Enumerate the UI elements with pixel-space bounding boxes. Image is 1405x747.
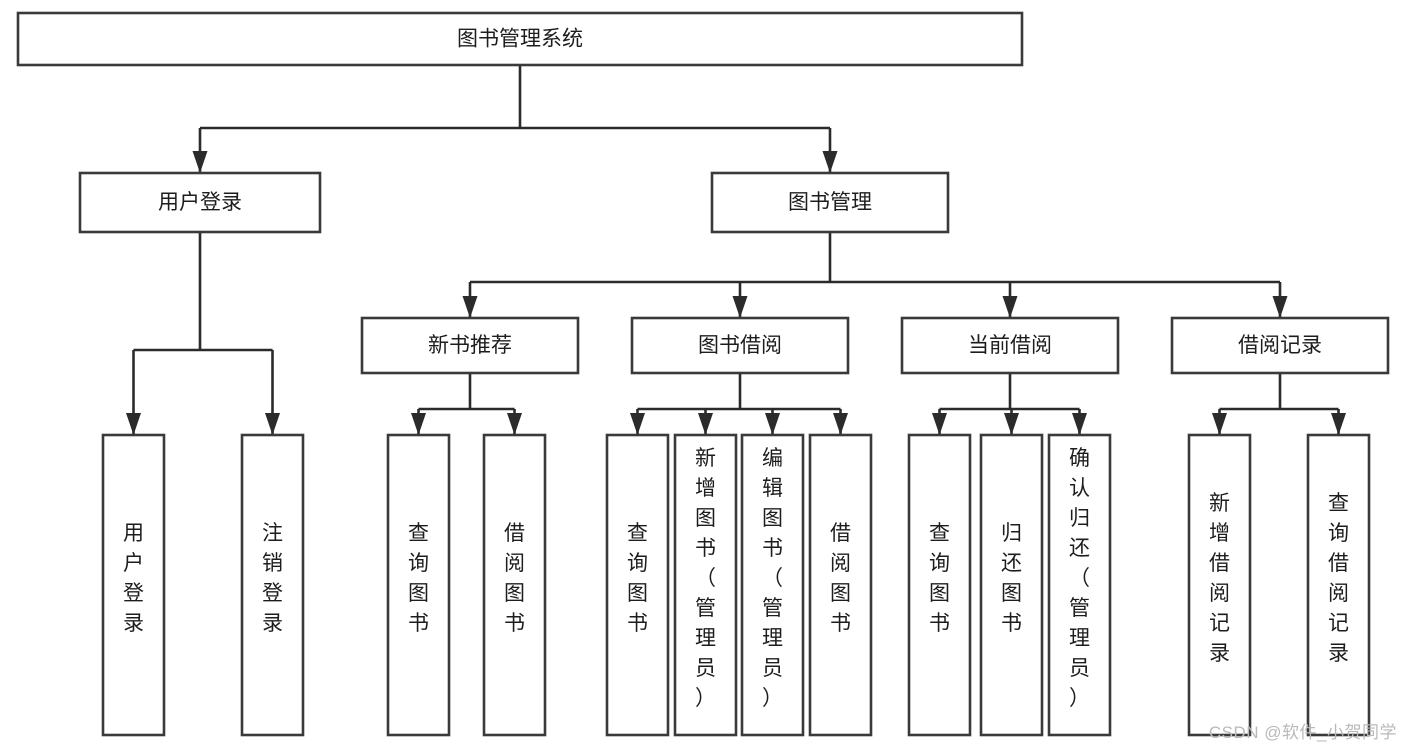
node-box	[907, 433, 972, 737]
node-box	[605, 433, 670, 737]
node-label: 编辑图书（管理员）	[762, 447, 783, 710]
node-l4-c2[interactable]: 新增图书（管理员）	[673, 433, 738, 737]
edge-group-from-l3-borrow	[630, 373, 848, 435]
node-box	[240, 433, 305, 737]
edge-group-from-l3-record	[1212, 373, 1346, 435]
node-box	[16, 11, 1024, 67]
arrow-head-icon	[1331, 413, 1346, 435]
node-label: 查询图书	[929, 522, 950, 635]
node-label: 注销登录	[262, 522, 283, 635]
node-box	[740, 433, 805, 737]
arrow-head-icon	[507, 413, 522, 435]
arrow-head-icon	[1272, 296, 1288, 318]
arrow-head-icon	[822, 151, 838, 173]
node-box	[482, 433, 547, 737]
node-label: 归还图书	[1001, 522, 1022, 635]
node-l3-new[interactable]: 新书推荐	[360, 316, 580, 375]
arrow-head-icon	[833, 413, 848, 435]
node-label: 新书推荐	[428, 334, 512, 357]
node-l4-c1[interactable]: 查询图书	[605, 433, 670, 737]
node-l4-c3[interactable]: 编辑图书（管理员）	[740, 433, 805, 737]
edge-group-from-root	[192, 65, 838, 173]
arrow-head-icon	[126, 413, 141, 435]
arrow-head-icon	[932, 413, 947, 435]
edge-group-from-l2-user	[126, 232, 280, 435]
node-box	[1306, 433, 1371, 737]
node-label: 新增图书（管理员）	[695, 447, 716, 710]
node-l3-borrow[interactable]: 图书借阅	[630, 316, 850, 375]
node-label: 查询借阅记录	[1328, 492, 1349, 665]
node-box	[1047, 433, 1112, 737]
edge-group-from-l3-new	[411, 373, 522, 435]
node-l4-a1[interactable]: 用户登录	[101, 433, 166, 737]
node-l4-e2[interactable]: 查询借阅记录	[1306, 433, 1371, 737]
node-box	[673, 433, 738, 737]
node-label: 新增借阅记录	[1209, 492, 1230, 665]
node-label: 当前借阅	[968, 334, 1052, 357]
arrow-head-icon	[765, 413, 780, 435]
node-label: 图书管理系统	[457, 28, 583, 51]
arrow-head-icon	[1072, 413, 1087, 435]
arrow-head-icon	[732, 296, 748, 318]
edge-layer	[126, 65, 1346, 435]
node-box	[386, 433, 451, 737]
edge-group-from-l2-book	[462, 232, 1288, 318]
node-l3-record[interactable]: 借阅记录	[1170, 316, 1390, 375]
edge-group-from-l3-current	[932, 373, 1087, 435]
node-l4-e1[interactable]: 新增借阅记录	[1187, 433, 1252, 737]
node-l2-user[interactable]: 用户登录	[78, 171, 322, 234]
node-label: 查询图书	[408, 522, 429, 635]
arrow-head-icon	[630, 413, 645, 435]
arrow-head-icon	[698, 413, 713, 435]
node-l3-current[interactable]: 当前借阅	[900, 316, 1120, 375]
node-l4-b2[interactable]: 借阅图书	[482, 433, 547, 737]
node-label: 借阅图书	[830, 522, 851, 635]
node-box	[1170, 316, 1390, 375]
node-box	[101, 433, 166, 737]
arrow-head-icon	[1212, 413, 1227, 435]
node-l4-b1[interactable]: 查询图书	[386, 433, 451, 737]
arrow-head-icon	[1002, 296, 1018, 318]
node-label: 用户登录	[123, 522, 144, 635]
node-label: 确认归还（管理员）	[1069, 447, 1090, 710]
node-box	[78, 171, 322, 234]
node-root[interactable]: 图书管理系统	[16, 11, 1024, 67]
node-l4-d3[interactable]: 确认归还（管理员）	[1047, 433, 1112, 737]
arrow-head-icon	[411, 413, 426, 435]
node-l4-c4[interactable]: 借阅图书	[808, 433, 873, 737]
node-box	[808, 433, 873, 737]
node-l4-d1[interactable]: 查询图书	[907, 433, 972, 737]
node-l4-d2[interactable]: 归还图书	[979, 433, 1044, 737]
node-label: 借阅图书	[504, 522, 525, 635]
node-box	[630, 316, 850, 375]
node-box	[900, 316, 1120, 375]
node-layer: 图书管理系统用户登录图书管理新书推荐图书借阅当前借阅借阅记录用户登录注销登录查询…	[16, 11, 1390, 737]
arrow-head-icon	[462, 296, 478, 318]
node-label: 借阅记录	[1238, 334, 1322, 357]
node-label: 图书管理	[788, 191, 872, 214]
arrow-head-icon	[1004, 413, 1019, 435]
node-label: 图书借阅	[698, 334, 782, 357]
arrow-head-icon	[265, 413, 280, 435]
node-box	[710, 171, 950, 234]
node-l2-book[interactable]: 图书管理	[710, 171, 950, 234]
node-box	[360, 316, 580, 375]
node-label: 用户登录	[158, 191, 242, 214]
node-box	[1187, 433, 1252, 737]
arrow-head-icon	[192, 151, 208, 173]
node-label: 查询图书	[627, 522, 648, 635]
node-l4-a2[interactable]: 注销登录	[240, 433, 305, 737]
node-box	[979, 433, 1044, 737]
